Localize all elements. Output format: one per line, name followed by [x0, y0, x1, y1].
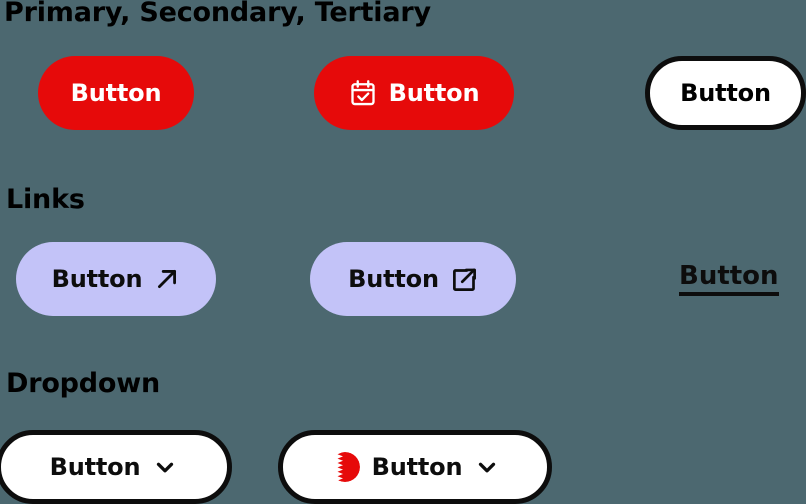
secondary-button[interactable]: Button [314, 56, 514, 130]
text-link-button[interactable]: Button [679, 262, 779, 296]
chevron-down-icon[interactable] [474, 454, 500, 480]
external-link-icon [451, 266, 478, 293]
chevron-down-icon[interactable] [152, 454, 178, 480]
arrow-up-right-icon [154, 266, 180, 292]
link-button-arrow[interactable]: Button [16, 242, 216, 316]
tertiary-button[interactable]: Button [645, 56, 806, 130]
link-button-external-label: Button [348, 265, 439, 293]
tertiary-button-label: Button [680, 79, 771, 107]
link-button-arrow-label: Button [51, 265, 143, 293]
dropdown-button[interactable]: Button [0, 430, 232, 504]
secondary-button-label: Button [388, 79, 480, 107]
dropdown-button-with-flag-label: Button [371, 453, 463, 481]
primary-button[interactable]: Button [38, 56, 194, 130]
section-title-dropdown: Dropdown [6, 368, 161, 399]
link-button-external[interactable]: Button [310, 242, 516, 316]
dropdown-button-label: Button [49, 453, 141, 481]
calendar-check-icon [349, 79, 377, 107]
dropdown-button-with-flag[interactable]: Button [278, 430, 552, 504]
bahrain-flag-icon [329, 452, 360, 482]
primary-button-label: Button [70, 79, 162, 107]
section-title-primary: Primary, Secondary, Tertiary [4, 0, 431, 28]
section-title-links: Links [6, 184, 85, 215]
